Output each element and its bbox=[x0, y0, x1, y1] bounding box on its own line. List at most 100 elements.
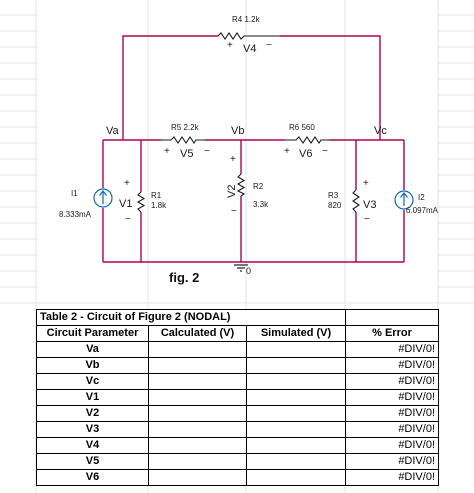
svg-text:R4 1.2k: R4 1.2k bbox=[232, 15, 261, 24]
r3-value: 820 bbox=[328, 201, 342, 210]
error-cell[interactable]: #DIV/0! bbox=[345, 437, 439, 454]
param-cell[interactable]: V4 bbox=[36, 437, 149, 454]
table-header-row: Circuit Parameter Calculated (V) Simulat… bbox=[36, 325, 439, 342]
table-row: V4 #DIV/0! bbox=[36, 437, 439, 454]
v3-plus: + bbox=[363, 178, 369, 189]
r6-value: 560 bbox=[301, 123, 315, 132]
error-cell[interactable]: #DIV/0! bbox=[345, 421, 439, 438]
resistor-r6 bbox=[285, 136, 329, 144]
r1-name: R1 bbox=[151, 191, 162, 200]
param-cell[interactable]: V3 bbox=[36, 421, 149, 438]
wires bbox=[102, 35, 405, 263]
current-source-i1 bbox=[93, 188, 113, 208]
v2-plus: + bbox=[230, 154, 236, 165]
table-row: V2 #DIV/0! bbox=[36, 405, 439, 422]
current-source-i2 bbox=[394, 190, 414, 210]
r3-name: R3 bbox=[328, 191, 339, 200]
error-cell[interactable]: #DIV/0! bbox=[345, 341, 439, 358]
r2-value: 3.3k bbox=[253, 200, 269, 209]
error-cell[interactable]: #DIV/0! bbox=[345, 453, 439, 470]
node-va-label: Va bbox=[106, 125, 120, 137]
error-cell[interactable]: #DIV/0! bbox=[345, 389, 439, 406]
header-simulated[interactable]: Simulated (V) bbox=[246, 325, 346, 342]
table-row: V3 #DIV/0! bbox=[36, 421, 439, 438]
v6-plus: + bbox=[284, 146, 290, 157]
i2-name: I2 bbox=[418, 193, 425, 202]
v2-label: V2 bbox=[226, 185, 238, 198]
calculated-cell[interactable] bbox=[148, 373, 247, 390]
calculated-cell[interactable] bbox=[148, 453, 247, 470]
r4-name: R4 bbox=[232, 15, 243, 24]
simulated-cell[interactable] bbox=[246, 357, 346, 374]
simulated-cell[interactable] bbox=[246, 341, 346, 358]
param-cell[interactable]: V1 bbox=[36, 389, 149, 406]
v6-minus: − bbox=[322, 146, 328, 157]
v3-minus: − bbox=[364, 214, 370, 225]
ground-symbol bbox=[234, 264, 248, 272]
v4-minus: − bbox=[266, 40, 272, 51]
table-caption: Table 2 - Circuit of Figure 2 (NODAL) bbox=[36, 309, 247, 326]
param-cell[interactable]: Vc bbox=[36, 373, 149, 390]
calculated-cell[interactable] bbox=[148, 389, 247, 406]
simulated-cell[interactable] bbox=[246, 405, 346, 422]
simulated-cell[interactable] bbox=[246, 389, 346, 406]
table-caption-row: Table 2 - Circuit of Figure 2 (NODAL) bbox=[36, 309, 439, 326]
error-cell[interactable]: #DIV/0! bbox=[345, 469, 439, 486]
ground-label: 0 bbox=[246, 266, 251, 276]
header-parameter[interactable]: Circuit Parameter bbox=[36, 325, 149, 342]
r1-value: 1.8k bbox=[151, 201, 167, 210]
simulated-cell[interactable] bbox=[246, 469, 346, 486]
simulated-cell[interactable] bbox=[246, 373, 346, 390]
simulated-cell[interactable] bbox=[246, 453, 346, 470]
calculated-cell[interactable] bbox=[148, 341, 247, 358]
v3-label: V3 bbox=[363, 199, 376, 211]
error-cell[interactable]: #DIV/0! bbox=[345, 373, 439, 390]
v4-label: V4 bbox=[243, 43, 256, 55]
v6-label: V6 bbox=[299, 148, 312, 160]
v4-plus: + bbox=[227, 40, 233, 51]
table-row: Vb #DIV/0! bbox=[36, 357, 439, 374]
resistors bbox=[136, 32, 360, 213]
v5-minus: − bbox=[204, 146, 210, 157]
calculated-cell[interactable] bbox=[148, 405, 247, 422]
table-row: Va #DIV/0! bbox=[36, 341, 439, 358]
simulated-cell[interactable] bbox=[246, 421, 346, 438]
table-row: V1 #DIV/0! bbox=[36, 389, 439, 406]
resistor-r2 bbox=[236, 173, 246, 197]
param-cell[interactable]: Vb bbox=[36, 357, 149, 374]
figure-caption: fig. 2 bbox=[169, 270, 200, 285]
calculated-cell[interactable] bbox=[148, 437, 247, 454]
r6-name: R6 bbox=[289, 123, 300, 132]
node-vc-label: Vc bbox=[374, 125, 387, 137]
table-row: V5 #DIV/0! bbox=[36, 453, 439, 470]
calculated-cell[interactable] bbox=[148, 357, 247, 374]
calculated-cell[interactable] bbox=[148, 469, 247, 486]
v1-minus: − bbox=[125, 214, 131, 225]
header-calculated[interactable]: Calculated (V) bbox=[148, 325, 247, 342]
table-row: V6 #DIV/0! bbox=[36, 469, 439, 486]
circuit-diagram: R4 1.2k R5 2.2k R6 560 R1 1.8k R2 3.3k R… bbox=[59, 15, 439, 276]
simulated-cell[interactable] bbox=[246, 437, 346, 454]
param-cell[interactable]: V6 bbox=[36, 469, 149, 486]
calculated-cell[interactable] bbox=[148, 421, 247, 438]
header-error[interactable]: % Error bbox=[345, 325, 439, 342]
r5-name: R5 bbox=[171, 123, 182, 132]
r2-name: R2 bbox=[253, 182, 264, 191]
v5-plus: + bbox=[164, 146, 170, 157]
i2-value: 6.097mA bbox=[406, 206, 439, 215]
i1-name: I1 bbox=[71, 189, 78, 198]
r4-value: 1.2k bbox=[244, 15, 260, 24]
v5-label: V5 bbox=[180, 148, 193, 160]
param-cell[interactable]: V5 bbox=[36, 453, 149, 470]
r5-value: 2.2k bbox=[183, 123, 199, 132]
results-table: Table 2 - Circuit of Figure 2 (NODAL) Ci… bbox=[36, 309, 439, 486]
param-cell[interactable]: V2 bbox=[36, 405, 149, 422]
error-cell[interactable]: #DIV/0! bbox=[345, 357, 439, 374]
resistor-r5 bbox=[161, 136, 205, 144]
svg-text:R5 2.2k: R5 2.2k bbox=[171, 123, 200, 132]
table-row: Vc #DIV/0! bbox=[36, 373, 439, 390]
error-cell[interactable]: #DIV/0! bbox=[345, 405, 439, 422]
param-cell[interactable]: Va bbox=[36, 341, 149, 358]
node-vb-label: Vb bbox=[231, 125, 244, 137]
